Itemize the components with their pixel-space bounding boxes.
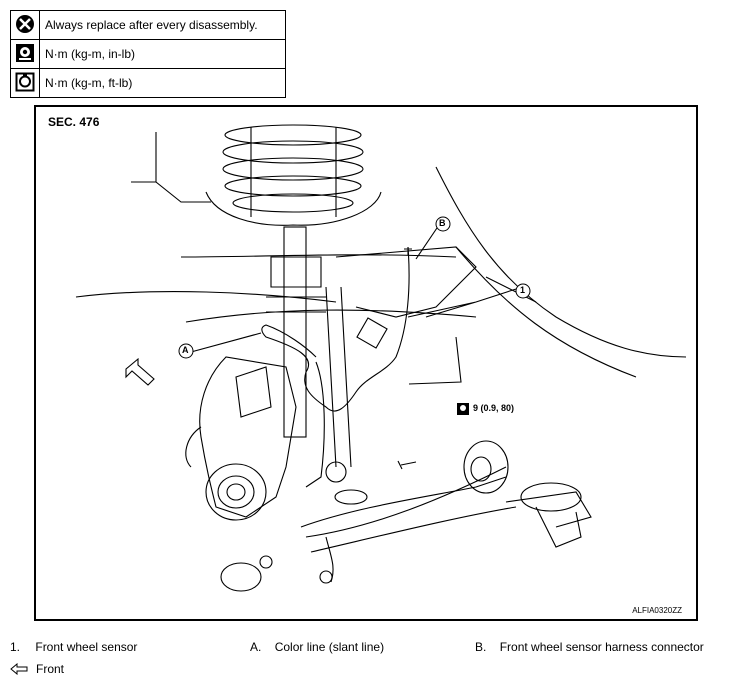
suspension-illustration xyxy=(75,124,687,592)
figure-id: ALFIA0320ZZ xyxy=(632,606,682,615)
torque-in-lb-icon xyxy=(16,43,34,62)
torque-ft-lb-icon xyxy=(15,72,35,91)
front-label: Front xyxy=(36,662,65,676)
caption-item-b: B. Front wheel sensor harness connector xyxy=(475,640,704,654)
legend-text-torque-in-lb: N·m (kg-m, in-lb) xyxy=(39,39,286,69)
caption-item-b-letter: B. xyxy=(475,640,487,654)
caption-item-1-text: Front wheel sensor xyxy=(35,640,138,654)
legend-text-replace: Always replace after every disassembly. xyxy=(39,10,286,40)
front-indicator: Front xyxy=(10,662,64,676)
replace-icon xyxy=(16,14,34,33)
callout-b-label: B xyxy=(439,218,446,228)
caption-item-a-text: Color line (slant line) xyxy=(274,640,385,654)
torque-value-label: 9 (0.9, 80) xyxy=(473,403,515,413)
suspension-diagram: SEC. 476 B 1 A 9 (0.9, 80) ALFIA0320ZZ xyxy=(34,105,698,621)
legend-row-replace: Always replace after every disassembly. xyxy=(10,10,286,40)
front-arrow-icon xyxy=(10,663,28,675)
caption-item-1-number: 1. xyxy=(10,640,21,654)
legend-row-torque-in-lb: N·m (kg-m, in-lb) xyxy=(10,39,286,69)
caption-item-a: A. Color line (slant line) xyxy=(250,640,384,654)
callout-a-label: A xyxy=(182,345,189,355)
legend-text-torque-ft-lb: N·m (kg-m, ft-lb) xyxy=(39,68,286,98)
symbol-legend: Always replace after every disassembly. … xyxy=(10,10,286,98)
caption-item-1: 1. Front wheel sensor xyxy=(10,640,137,654)
caption-item-b-text: Front wheel sensor harness connector xyxy=(499,640,704,654)
callout-1-label: 1 xyxy=(520,285,526,295)
section-number: SEC. 476 xyxy=(48,115,100,129)
legend-row-torque-ft-lb: N·m (kg-m, ft-lb) xyxy=(10,68,286,98)
caption-item-a-letter: A. xyxy=(250,640,262,654)
torque-callout-icon xyxy=(457,403,469,415)
